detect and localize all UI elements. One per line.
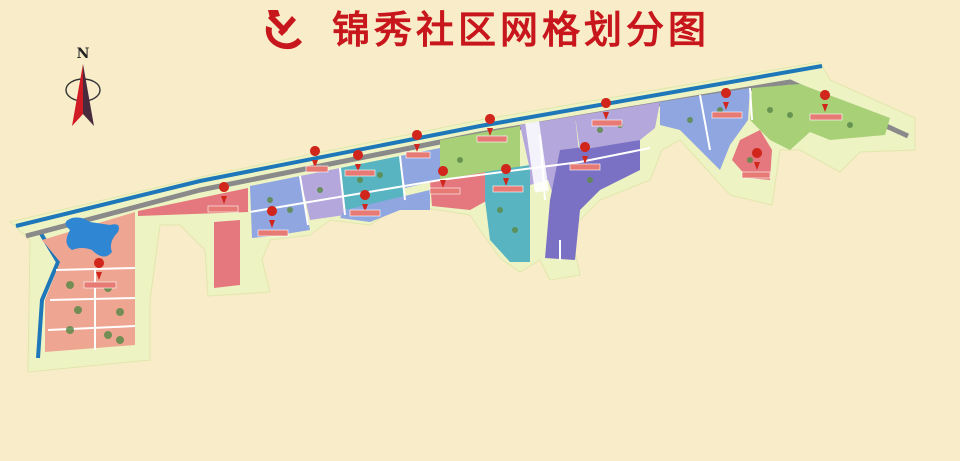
party-emblem-icon xyxy=(265,10,302,50)
location-pin-icon xyxy=(741,148,771,179)
grid-zone-pink-2 xyxy=(214,220,240,288)
north-label: N xyxy=(76,46,90,62)
location-pin-icon xyxy=(711,88,743,119)
location-pin-icon xyxy=(349,190,381,217)
location-pin-icon xyxy=(569,142,601,171)
north-compass: N xyxy=(58,46,108,130)
lake xyxy=(65,217,119,257)
river xyxy=(15,64,823,228)
location-pin-icon xyxy=(257,206,289,237)
central-highway xyxy=(525,121,549,193)
grid-zone-pink-4 xyxy=(732,130,772,180)
map-buffer-zone xyxy=(8,61,916,373)
location-pin-icon xyxy=(429,166,461,195)
grid-pins xyxy=(83,88,843,289)
location-pin-icon xyxy=(83,258,117,289)
grid-zone-blue-4 xyxy=(660,88,750,170)
location-pin-icon xyxy=(344,150,376,177)
grid-zone-lavender-1 xyxy=(300,168,345,220)
page-header: 锦秀社区网格划分图 xyxy=(258,4,710,56)
grid-zone-purple xyxy=(545,140,640,260)
vegetation xyxy=(66,107,853,344)
location-pin-icon xyxy=(591,98,623,127)
location-pin-icon xyxy=(809,89,843,121)
north-arrow-icon xyxy=(65,64,101,126)
location-pin-icon xyxy=(405,130,431,159)
page-title: 锦秀社区网格划分图 xyxy=(332,8,711,52)
grid-zone-teal-1 xyxy=(340,156,405,210)
location-pin-icon xyxy=(305,146,329,173)
location-pin-icon xyxy=(492,164,524,193)
location-pin-icon xyxy=(207,182,239,213)
location-pin-icon xyxy=(476,114,508,143)
